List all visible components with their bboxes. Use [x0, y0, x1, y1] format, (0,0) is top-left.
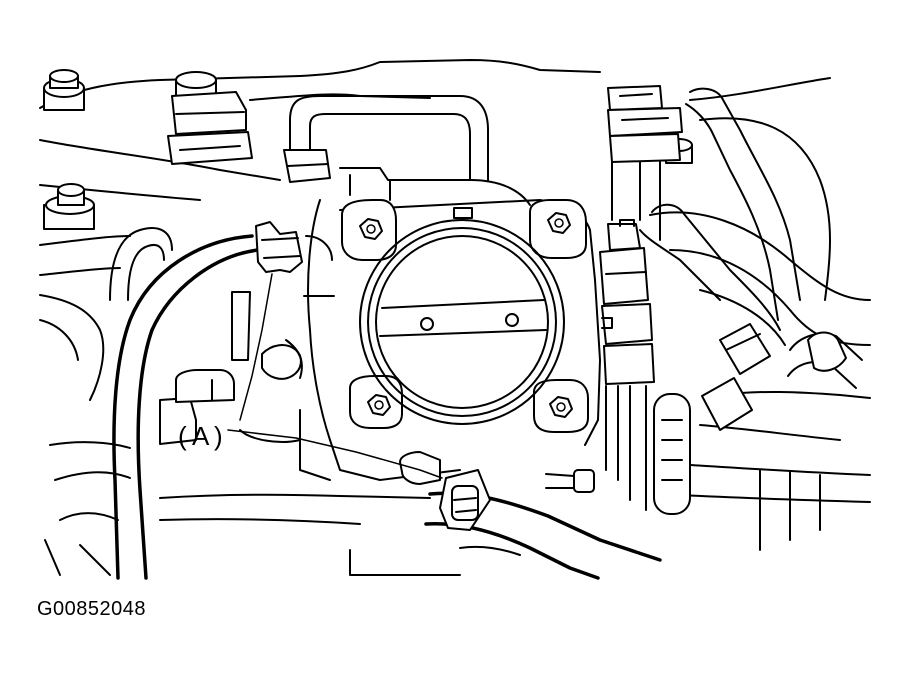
- intake-manifold-background: [39, 59, 871, 576]
- callout-a-paren-close: ): [214, 421, 223, 451]
- bottom-right-connector: [653, 393, 691, 515]
- callout-a-label: A: [192, 421, 210, 451]
- upper-hose-loop: [283, 95, 489, 183]
- upper-right-connector: [607, 85, 683, 241]
- figure-id-label: G00852048: [37, 598, 147, 620]
- vacuum-hose: [112, 221, 303, 580]
- right-hose: [639, 87, 863, 431]
- throttle-body-housing: [231, 167, 601, 481]
- throttle-position-sensor: [599, 219, 655, 511]
- callout-a-paren-open: (: [178, 421, 187, 451]
- callout-a: ( A ): [178, 421, 443, 479]
- left-sensor-body: [159, 369, 235, 445]
- manifold-bolts: [43, 69, 693, 230]
- left-small-hose: [109, 227, 173, 301]
- lower-hose: [399, 451, 662, 580]
- upper-left-bracket: [167, 91, 253, 165]
